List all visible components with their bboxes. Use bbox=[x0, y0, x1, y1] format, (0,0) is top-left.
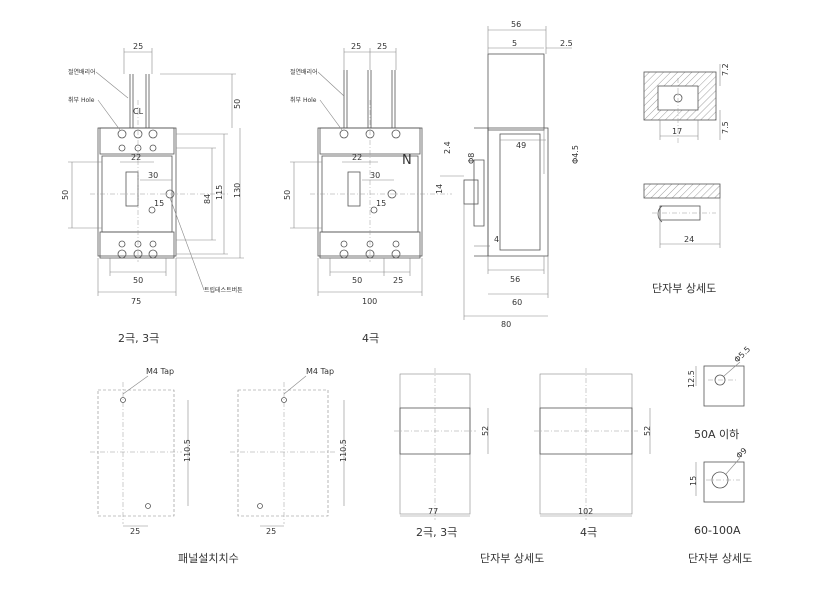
dim-front23-pitch: 25 bbox=[133, 42, 143, 51]
dim-front23-top: 50 bbox=[233, 99, 242, 109]
label-hole-23: 취부 Hole bbox=[68, 96, 95, 104]
caption-terminal-top: 단자부 상세도 bbox=[652, 282, 716, 295]
dim-front4-w30: 30 bbox=[370, 171, 380, 180]
dim-front23-w30: 30 bbox=[148, 171, 158, 180]
dim-front23-bot75: 75 bbox=[131, 297, 141, 306]
dim-front23-h130: 130 bbox=[233, 183, 242, 198]
dim-side-b80: 80 bbox=[501, 320, 511, 329]
label-trip-button: 트립테스트버튼 bbox=[204, 286, 243, 294]
dim-front4-b100: 100 bbox=[362, 297, 377, 306]
label-m4-tap-2: M4 Tap bbox=[306, 367, 334, 376]
dim-front23-h115: 115 bbox=[215, 185, 224, 200]
dim-front4-width22: 22 bbox=[352, 153, 362, 162]
caption-front-4-pole: 4극 bbox=[362, 332, 379, 345]
dim-panel-w25b: 25 bbox=[266, 527, 276, 536]
caption-panel: 패널설치치수 bbox=[178, 552, 239, 565]
dim-front23-left50: 50 bbox=[61, 190, 70, 200]
dim-small-h12-5: 12.5 bbox=[687, 370, 696, 388]
dim-side-49: 49 bbox=[516, 141, 526, 150]
label-barrier-4: 절연배리어 bbox=[290, 68, 318, 76]
dim-front23-w15: 15 bbox=[154, 199, 164, 208]
dim-side-14: 14 bbox=[435, 184, 444, 194]
dim-small-phi55: Φ5.5 bbox=[732, 345, 752, 365]
dim-side-b56: 56 bbox=[510, 275, 520, 284]
label-barrier-23: 절연배리어 bbox=[68, 68, 96, 76]
dim-side-56: 56 bbox=[511, 20, 521, 29]
terminal-small-details: Φ5.5 12.5 50A 이하 Φ9 15 60-100A 단자부 상세도 bbox=[687, 345, 752, 565]
dim-small-phi9: Φ9 bbox=[734, 446, 748, 460]
dim-side-5: 5 bbox=[512, 39, 517, 48]
dim-panel-h110-5a: 110.5 bbox=[183, 439, 192, 462]
terminal-detail-top: 17 7.2 7.5 24 단자부 상세도 bbox=[643, 63, 730, 295]
dim-cut-w77: 77 bbox=[428, 507, 438, 516]
dim-front4-pitch2: 25 bbox=[377, 42, 387, 51]
dim-front4-b25: 25 bbox=[393, 276, 403, 285]
dim-front4-pitch1: 25 bbox=[351, 42, 361, 51]
dim-side-phi45: Φ4.5 bbox=[571, 145, 580, 164]
dim-side-phi8: Φ8 bbox=[467, 153, 476, 164]
label-neutral: N bbox=[402, 153, 412, 168]
dim-front4-b50: 50 bbox=[352, 276, 362, 285]
dim-side-2-4: 2.4 bbox=[443, 141, 452, 154]
dim-front4-left50: 50 bbox=[283, 190, 292, 200]
front-view-2-3-pole: 25 50 22 30 15 84 115 130 50 50 75 절연배리어… bbox=[61, 42, 244, 345]
dim-cut-w102: 102 bbox=[578, 507, 593, 516]
dim-panel-h110-5b: 110.5 bbox=[339, 439, 348, 462]
dim-cut-h52a: 52 bbox=[481, 426, 490, 436]
dim-term-w24: 24 bbox=[684, 235, 694, 244]
dim-side-4: 4 bbox=[494, 235, 499, 244]
dim-side-b60: 60 bbox=[512, 298, 522, 307]
label-hole-4: 취부 Hole bbox=[290, 96, 317, 104]
label-cl: CL bbox=[133, 107, 144, 116]
dim-front4-w15: 15 bbox=[376, 199, 386, 208]
dim-cut-h52b: 52 bbox=[643, 426, 652, 436]
caption-sub-50a: 50A 이하 bbox=[694, 427, 739, 441]
dim-front23-width22: 22 bbox=[131, 153, 141, 162]
caption-bottom-4: 4극 bbox=[580, 526, 597, 539]
caption-terminal-bottom: 단자부 상세도 bbox=[480, 552, 544, 565]
caption-sub-60-100a: 60-100A bbox=[694, 524, 741, 537]
dim-front23-h84: 84 bbox=[203, 194, 212, 204]
dim-side-2-5: 2.5 bbox=[560, 39, 573, 48]
terminal-cut-drawings: 52 77 2극, 3극 52 102 4극 단자부 상세도 bbox=[394, 368, 652, 565]
front-view-4-pole: N 25 25 22 30 15 50 50 25 100 절연배리어 취부 H… bbox=[283, 42, 452, 345]
side-view: 56 5 2.5 49 Φ4.5 Φ8 2.4 14 4 56 60 80 bbox=[435, 20, 580, 329]
dim-term-h7-2: 7.2 bbox=[721, 63, 730, 76]
dim-small-h15: 15 bbox=[689, 476, 698, 486]
caption-bottom-right: 단자부 상세도 bbox=[688, 552, 752, 565]
dim-term-h7-5: 7.5 bbox=[721, 121, 730, 134]
panel-cutout-drawings: M4 Tap 110.5 25 M4 Tap 110.5 25 패널설치치수 bbox=[90, 367, 348, 565]
caption-front-2-3-pole: 2극, 3극 bbox=[118, 332, 159, 345]
dim-front23-bot50: 50 bbox=[133, 276, 143, 285]
label-m4-tap-1: M4 Tap bbox=[146, 367, 174, 376]
dim-term-w17: 17 bbox=[672, 127, 682, 136]
caption-bottom-2-3: 2극, 3극 bbox=[416, 526, 457, 539]
dim-panel-w25a: 25 bbox=[130, 527, 140, 536]
